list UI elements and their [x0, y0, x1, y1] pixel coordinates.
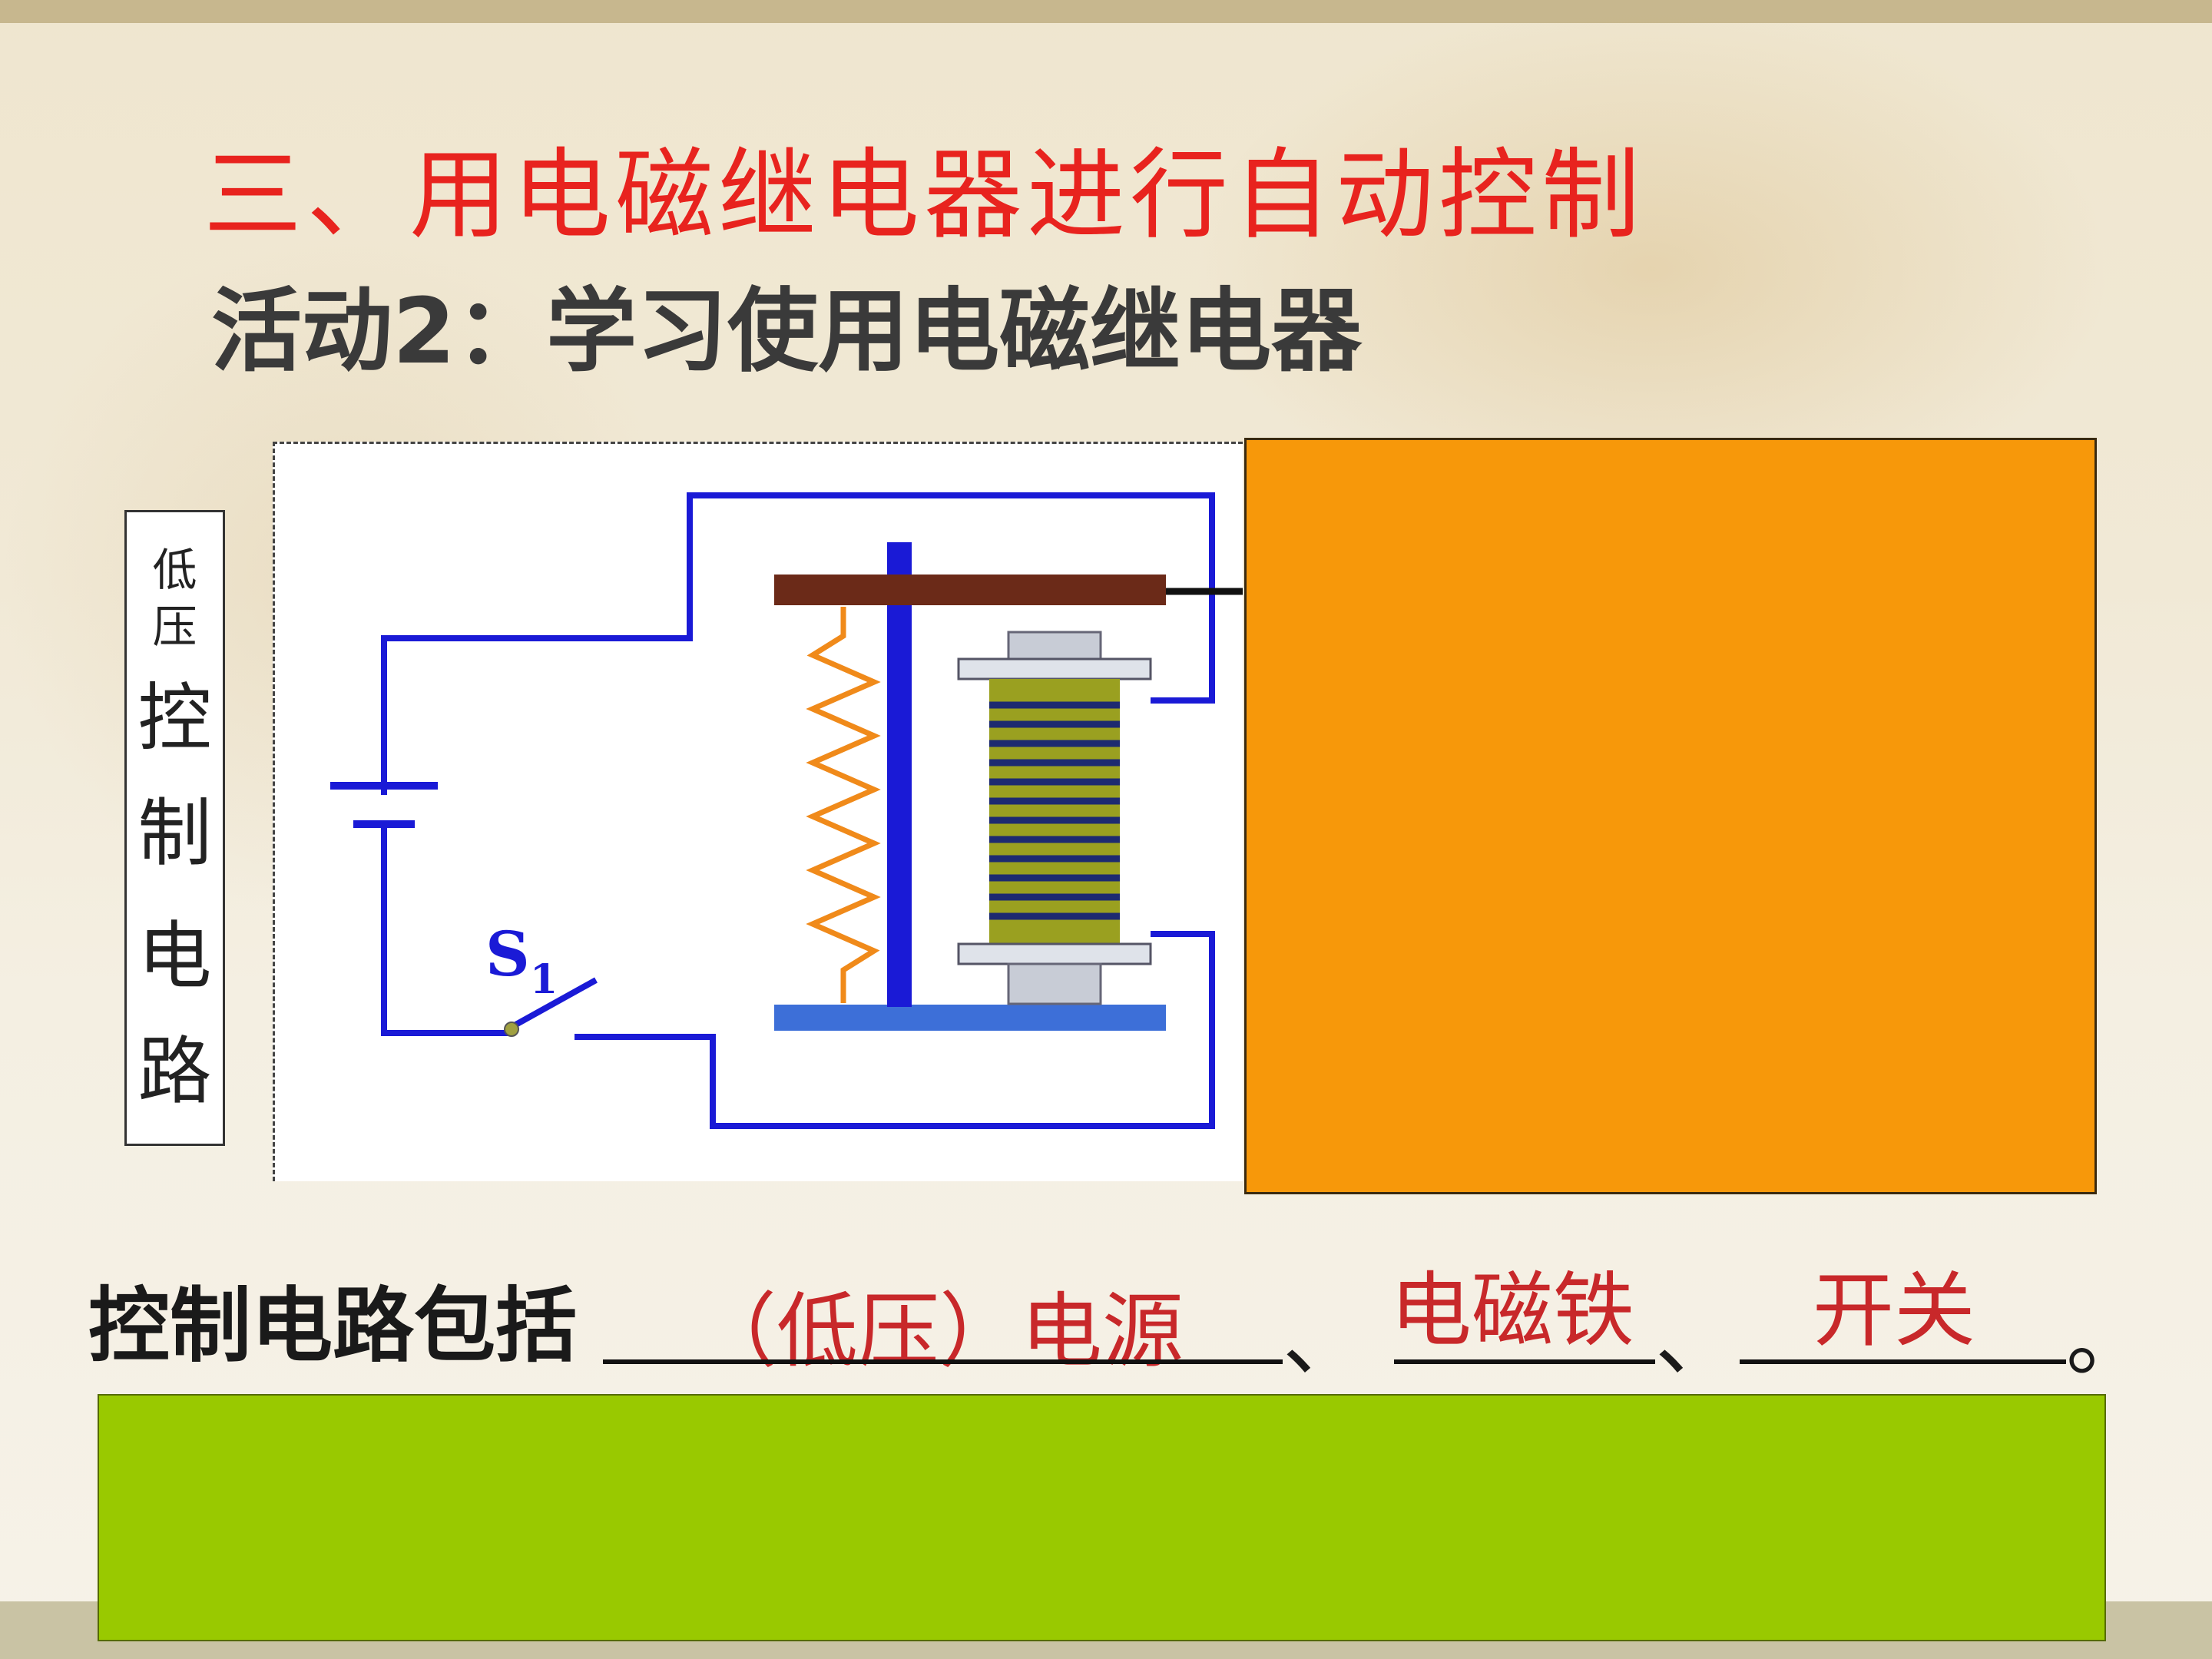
slide-title: 三、用电磁继电器进行自动控制 [204, 138, 1645, 253]
spring [806, 607, 881, 1003]
label-char: 低 [152, 544, 197, 596]
coil-bottom-cap [1007, 962, 1102, 1005]
coil-top-cap [1007, 631, 1102, 661]
coil-windings [989, 701, 1120, 920]
answer-electromagnet: 电磁铁 [1390, 1263, 1634, 1358]
green-cover-block [98, 1394, 2106, 1641]
support-post [887, 542, 912, 1007]
base-plate [774, 1005, 1166, 1031]
separator: 、 [1283, 1293, 1364, 1387]
slide-subtitle: 活动2：学习使用电磁继电器 [211, 278, 1363, 384]
label-char: 控 [137, 675, 212, 761]
coil-bottom-flange [957, 942, 1152, 965]
fill-in-prefix: 控制电路包括 [88, 1279, 577, 1373]
coil-top-flange [957, 657, 1152, 680]
blank-3 [1740, 1359, 2066, 1364]
end-mark: 。 [2066, 1293, 2147, 1387]
switch-blade [512, 977, 598, 1029]
wire [381, 822, 509, 1036]
relay-circuit-svg: S 1 [330, 492, 1243, 1129]
switch-label: S [485, 918, 530, 990]
wire [575, 931, 1215, 1129]
label-char: 压 [152, 601, 197, 653]
orange-cover-block [1244, 438, 2097, 1194]
blank-1 [603, 1359, 1283, 1364]
separator: 、 [1655, 1293, 1737, 1387]
wire [381, 492, 1215, 795]
answer-power-source: （低压）电源 [695, 1284, 1184, 1379]
label-char: 路 [137, 1028, 212, 1114]
blank-2 [1394, 1359, 1655, 1364]
switch-subscript: 1 [530, 956, 558, 1003]
label-char: 制 [137, 790, 212, 876]
low-voltage-control-circuit-label: 低 压 控 制 电 路 [124, 510, 225, 1146]
answer-switch: 开关 [1813, 1263, 1975, 1358]
armature [774, 575, 1166, 605]
label-char: 电 [137, 913, 212, 999]
switch-pivot [504, 1022, 519, 1037]
coil-body [989, 679, 1120, 944]
relay-circuit-diagram: S 1 [273, 442, 1243, 1181]
top-decor-strip [0, 0, 2212, 23]
